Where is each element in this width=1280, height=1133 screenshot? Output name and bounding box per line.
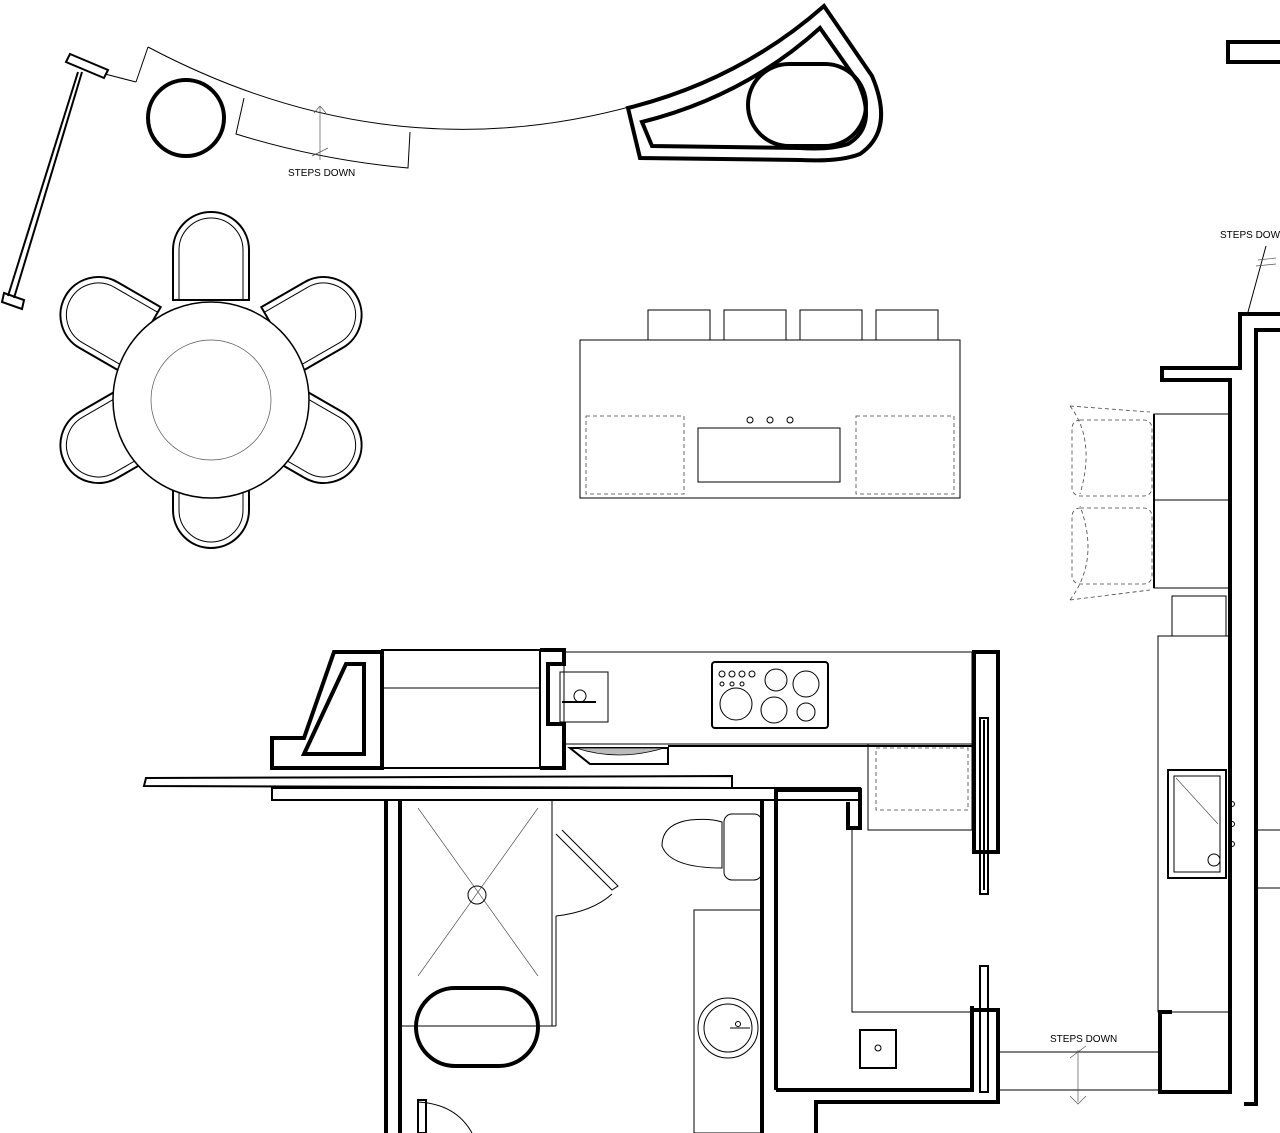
island-cabinet-right (855, 415, 955, 495)
steps-down-label-bottom: STEPS DOWN (1050, 1034, 1117, 1045)
island-sink (697, 427, 841, 483)
toilet (661, 818, 723, 869)
dining-set (59, 211, 363, 549)
bathroom (384, 800, 764, 1133)
faucet-knob (786, 416, 794, 424)
bench-seat (1153, 413, 1231, 589)
burner (792, 670, 820, 698)
burner (760, 696, 788, 724)
terrace-rail (13, 71, 83, 299)
kitchen-island-group (579, 309, 961, 499)
dining-chair (59, 276, 163, 375)
steps-down-label-right: STEPS DOWN (1220, 230, 1280, 241)
shower-drain (467, 885, 487, 905)
kitchen-lower: STEPS DOWN (142, 648, 1158, 1133)
drain (1207, 853, 1221, 867)
terrace-rail-end (0, 291, 26, 311)
steps-down-curve (235, 97, 411, 169)
steps-down-label-top: STEPS DOWN (288, 168, 355, 179)
round-planter (146, 78, 226, 158)
burner (764, 668, 788, 692)
island-cabinet-left (585, 415, 685, 495)
dining-chair (172, 211, 250, 301)
dining-table-inset (150, 339, 272, 461)
kitchen-right-wall (972, 650, 1000, 854)
curved-built-in (625, 3, 884, 163)
dining-chair (259, 276, 363, 375)
prep-sink (1167, 769, 1227, 879)
long-ledge (142, 774, 733, 790)
oval-fixture (746, 62, 868, 148)
vanity-sink (697, 997, 759, 1059)
bathtub (414, 986, 540, 1068)
terrace-area: STEPS DOWN (0, 46, 641, 311)
kitchen-island (579, 339, 961, 499)
dining-chairs (59, 211, 363, 549)
wall-stub-top-right (1226, 40, 1280, 64)
faucet-knob (746, 416, 754, 424)
shower-door (555, 829, 619, 891)
vanity-counter (693, 909, 763, 1133)
kitchen-partition-wall (774, 788, 862, 1090)
refrigerator (867, 743, 973, 831)
bar-stool (647, 309, 711, 341)
dining-chair (59, 385, 163, 484)
bar-stool (875, 309, 939, 341)
right-wing: STEPS DOWN (1069, 230, 1280, 1106)
small-appliance (559, 671, 609, 723)
burner (719, 687, 753, 721)
dining-table (112, 301, 310, 499)
bar-stool (799, 309, 863, 341)
faucet-knob (766, 416, 774, 424)
bench-chairs (1069, 405, 1153, 601)
cooktop (711, 661, 829, 729)
fireplace-box (381, 649, 541, 769)
burner (796, 702, 816, 722)
dining-chair (259, 385, 363, 484)
terrace-curved-edge (147, 46, 641, 130)
dining-chair (172, 459, 250, 549)
cooktop-controls (718, 670, 756, 687)
right-wall-upper (1158, 312, 1280, 1094)
floor-drain-box (859, 1029, 897, 1069)
curved-built-in-outer (625, 3, 884, 163)
terrace-rail-post (64, 52, 110, 80)
curved-built-in-inner (639, 24, 868, 151)
bar-stool (723, 309, 787, 341)
